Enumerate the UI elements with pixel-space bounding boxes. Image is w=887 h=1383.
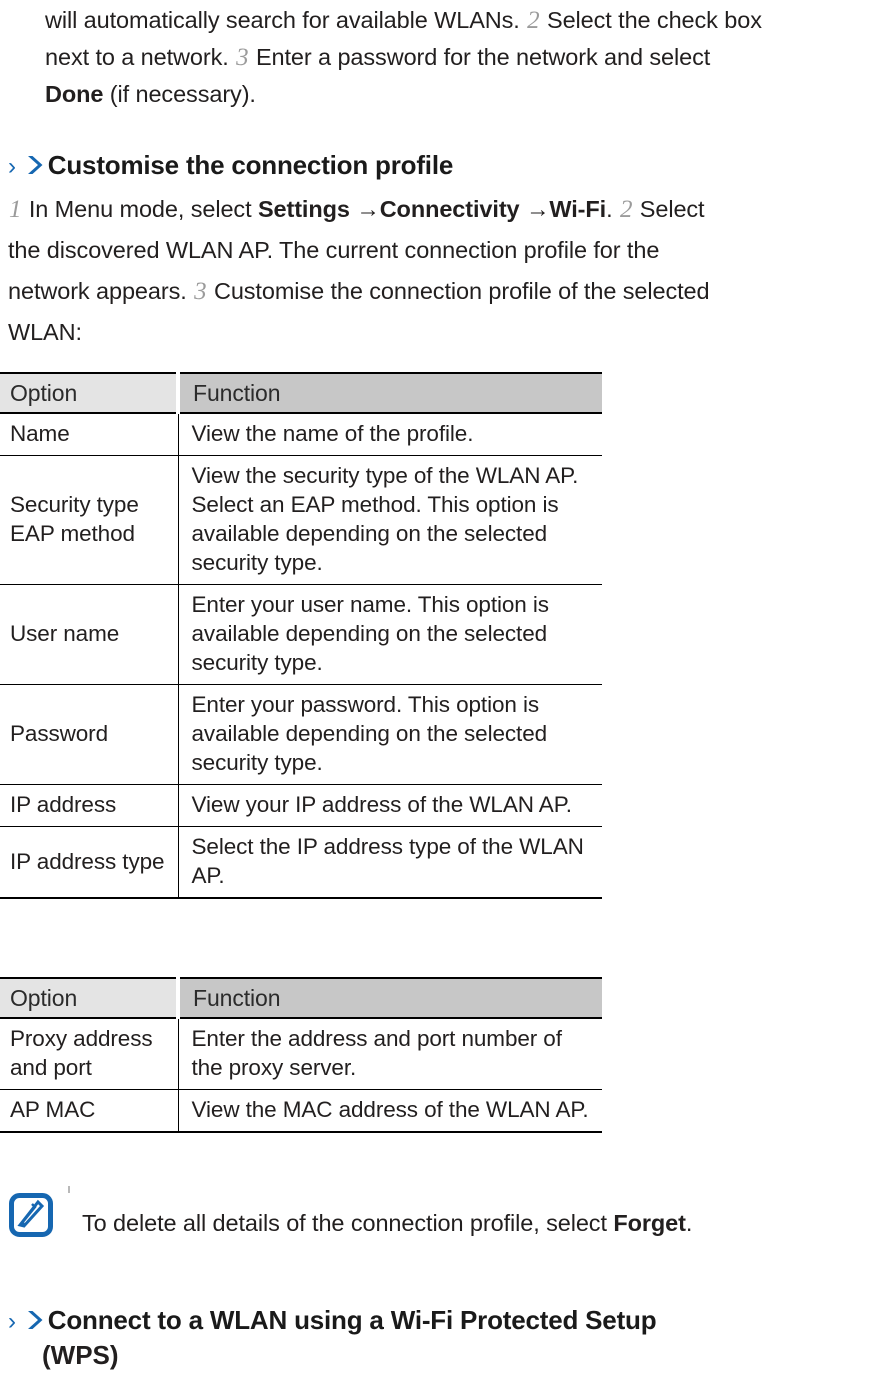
function-cell: View the MAC address of the WLAN AP.	[178, 1089, 602, 1133]
chevron-right-icon: ›	[8, 153, 16, 180]
emphasis-text: Forget	[613, 1210, 686, 1236]
text-run: In Menu mode, select	[22, 196, 258, 222]
option-cell: User name	[0, 584, 179, 685]
column-header-option: Option	[0, 372, 180, 414]
section-heading-customise-label: Customise the connection profile	[47, 150, 454, 180]
section-heading-customise: › Customise the connection profile	[8, 148, 883, 184]
text-run: Select the check box	[540, 7, 762, 33]
chevron-bold-icon	[25, 1305, 47, 1339]
customise-steps-paragraph: 1 In Menu mode, select Settings →Connect…	[8, 189, 878, 353]
column-header-function: Function	[178, 977, 602, 1019]
text-run: →	[349, 196, 380, 222]
function-cell: Enter your password. This option is avai…	[178, 684, 602, 785]
text-line: 1 In Menu mode, select Settings →Connect…	[8, 189, 878, 230]
text-run: network appears.	[8, 278, 194, 304]
option-cell: IP address	[0, 784, 179, 827]
text-line: next to a network. 3 Enter a password fo…	[45, 39, 887, 76]
note-pen-icon	[8, 1192, 54, 1238]
section-heading-wps-label: Connect to a WLAN using a Wi-Fi Protecte…	[47, 1305, 657, 1335]
column-header-option: Option	[0, 977, 180, 1019]
option-cell: AP MAC	[0, 1089, 179, 1133]
chevron-bold-icon	[25, 150, 47, 184]
note-tick-mark	[68, 1186, 70, 1193]
table-header-row: Option Function	[0, 372, 602, 414]
function-cell: View the security type of the WLAN AP. S…	[178, 455, 602, 585]
option-cell: Proxy address and port	[0, 1017, 179, 1090]
text-line: Done (if necessary).	[45, 76, 887, 112]
step-number: 2	[527, 7, 540, 34]
section-heading-wps: › Connect to a WLAN using a Wi-Fi Protect…	[8, 1303, 883, 1339]
text-line: WLAN:	[8, 312, 878, 353]
section-heading-wps-label-line2: (WPS)	[42, 1340, 119, 1370]
text-run: →	[519, 196, 550, 222]
option-cell: Password	[0, 684, 179, 785]
emphasis-text: Connectivity	[379, 196, 520, 222]
text-line: the discovered WLAN AP. The current conn…	[8, 230, 878, 271]
function-cell: Enter the address and port number of the…	[178, 1017, 602, 1090]
function-cell: View your IP address of the WLAN AP.	[178, 784, 602, 827]
function-cell: Enter your user name. This option is ava…	[178, 584, 602, 685]
text-run: the discovered WLAN AP. The current conn…	[8, 237, 660, 263]
table-header-row: Option Function	[0, 977, 602, 1019]
step-number: 3	[194, 278, 207, 305]
text-line: will automatically search for available …	[45, 2, 887, 39]
function-cell: View the name of the profile.	[178, 412, 602, 456]
step-number: 2	[619, 196, 633, 223]
intro-paragraph: will automatically search for available …	[45, 2, 887, 112]
emphasis-text: Settings	[257, 196, 350, 222]
text-run: will automatically search for available …	[45, 7, 527, 33]
option-cell: IP address type	[0, 826, 179, 899]
note-text: To delete all details of the connection …	[82, 1208, 692, 1238]
chevron-right-icon: ›	[8, 1308, 16, 1335]
text-run: .	[685, 1210, 693, 1236]
emphasis-text: Done	[45, 81, 104, 107]
text-run: (if necessary).	[103, 81, 256, 107]
text-run: WLAN:	[8, 319, 82, 345]
text-run: To delete all details of the connection …	[82, 1210, 614, 1236]
text-line: network appears. 3 Customise the connect…	[8, 271, 878, 312]
text-run: Customise the connection profile of the …	[207, 278, 710, 304]
option-cell: Security type EAP method	[0, 455, 179, 585]
text-run: Enter a password for the network and sel…	[249, 44, 711, 70]
text-run: next to a network.	[45, 44, 236, 70]
step-number: 3	[236, 44, 249, 71]
step-number: 1	[9, 196, 22, 223]
column-header-function: Function	[178, 372, 602, 414]
text-run: Select	[633, 196, 705, 222]
text-run: .	[606, 196, 619, 222]
function-cell: Select the IP address type of the WLAN A…	[178, 826, 602, 899]
note-block: To delete all details of the connection …	[8, 1190, 878, 1238]
emphasis-text: Wi-Fi	[549, 196, 607, 222]
option-cell: Name	[0, 412, 179, 456]
